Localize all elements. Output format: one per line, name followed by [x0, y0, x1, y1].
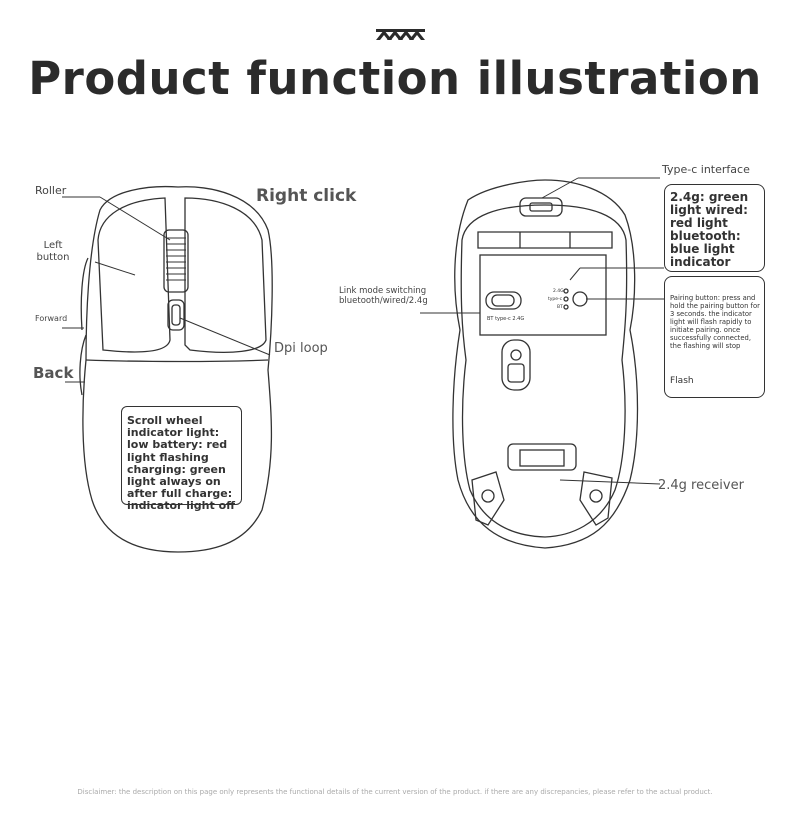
forward-label: Forward — [35, 314, 68, 323]
dpi-loop-label: Dpi loop — [274, 341, 328, 356]
led-bt-label: BT — [557, 305, 563, 310]
indicator-info-text: 2.4g: green light wired: red light bluet… — [670, 190, 749, 269]
led-typec-label: type-c — [548, 297, 563, 302]
scroll-wheel-info-box: Scroll wheel indicator light: low batter… — [121, 406, 242, 512]
type-c-interface-label: Type-c interface — [662, 163, 750, 176]
led-24g-label: 2.4G — [553, 289, 564, 294]
right-click-label: Right click — [256, 186, 357, 206]
pairing-info-text: Pairing button: press and hold the pairi… — [670, 294, 760, 350]
disclaimer: Disclaimer: the description on this page… — [77, 788, 713, 796]
page-title: Product function illustration — [28, 52, 762, 105]
receiver-label: 2.4g receiver — [658, 478, 744, 493]
back-label: Back — [33, 364, 74, 382]
scroll-wheel-info-text: Scroll wheel indicator light: low batter… — [127, 414, 236, 513]
indicator-info-box: 2.4g: green light wired: red light bluet… — [664, 184, 765, 272]
roller-label: Roller — [35, 184, 67, 197]
left-button-label: Left button — [36, 240, 70, 263]
flash-label: Flash — [670, 376, 694, 386]
pairing-info-box: Pairing button: press and hold the pairi… — [664, 276, 765, 398]
link-mode-label: Link mode switching bluetooth/wired/2.4g — [339, 286, 428, 306]
switch-positions-label: BT type-c 2.4G — [487, 316, 525, 322]
